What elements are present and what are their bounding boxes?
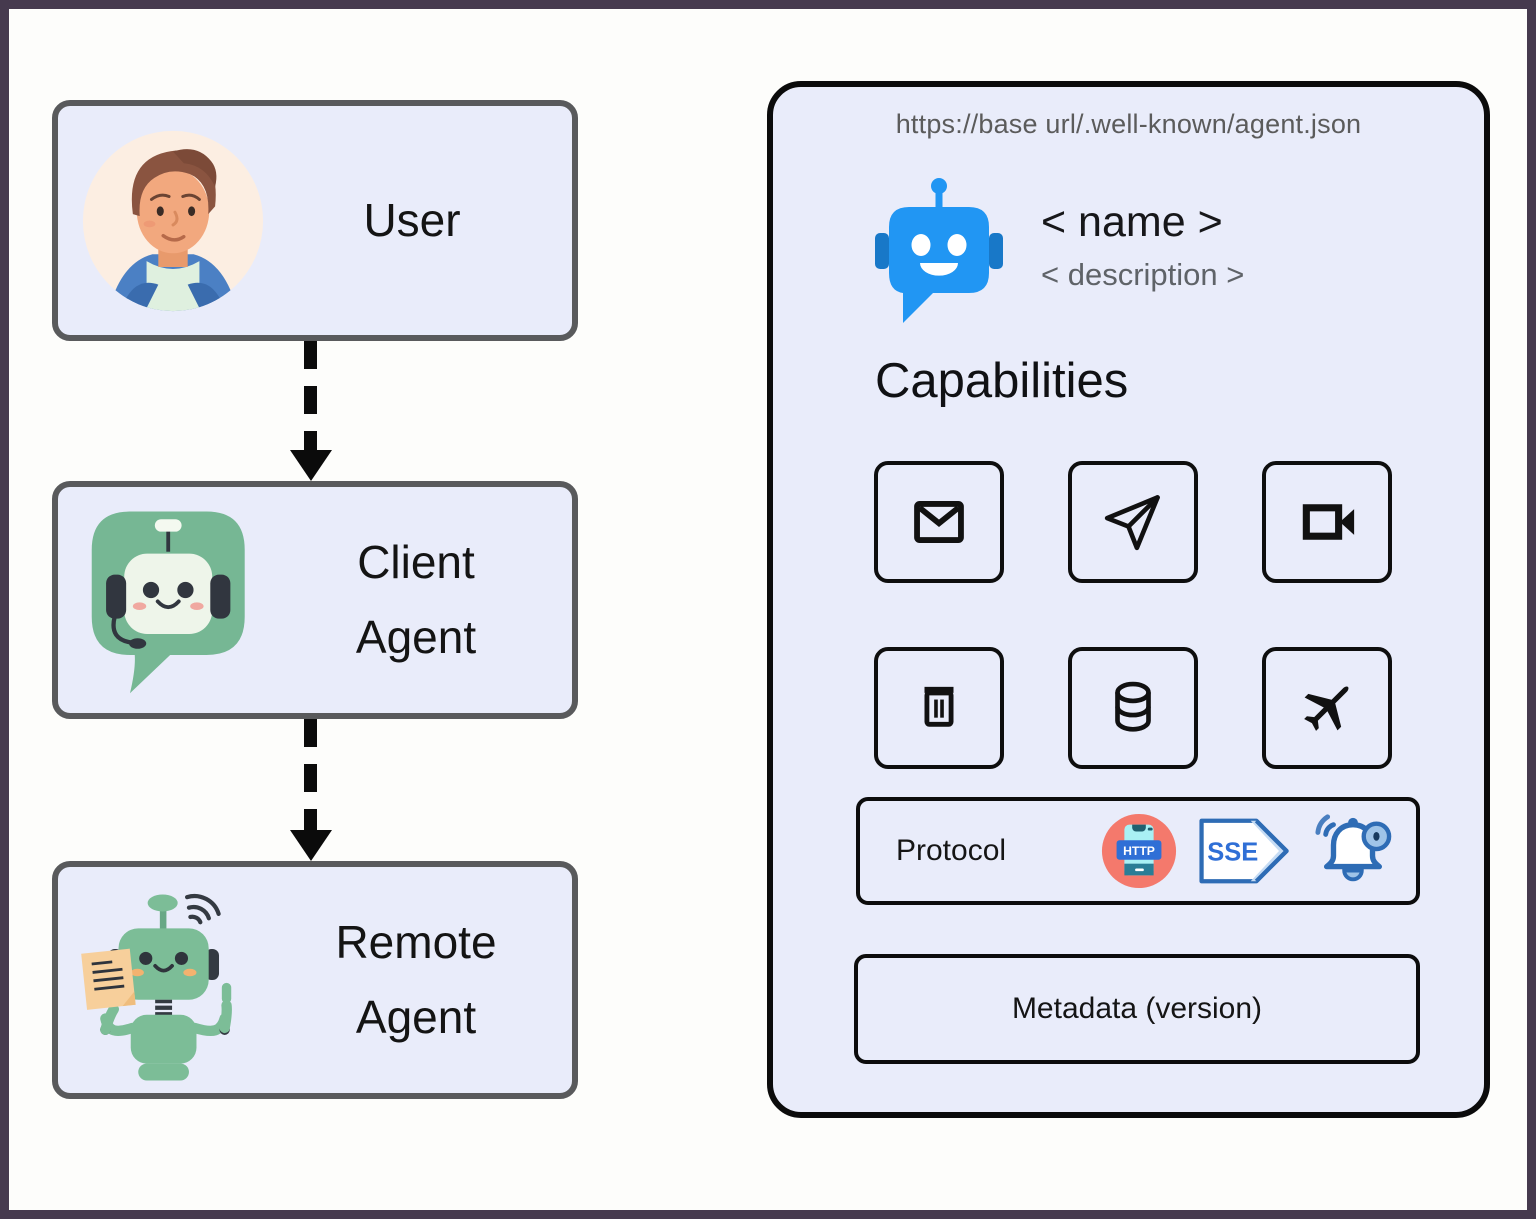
metadata-box: Metadata (version) — [854, 954, 1420, 1064]
client-agent-node-label: Client Agent — [355, 536, 477, 663]
capability-flight — [1262, 647, 1392, 769]
protocol-box: Protocol HTTP SSE — [856, 797, 1420, 905]
capabilities-grid — [874, 461, 1392, 769]
agent-description-placeholder: < description > — [1041, 257, 1245, 292]
remote-agent-illustration — [81, 893, 232, 1081]
agent-json-url: https://base url/.well-known/agent.json — [895, 109, 1362, 139]
user-avatar — [58, 128, 288, 314]
trash-icon — [924, 686, 954, 727]
remote-agent-node: Remote Agent — [52, 861, 578, 1099]
capability-database — [1068, 647, 1198, 769]
capability-delete — [874, 647, 1004, 769]
chat-bot-icon — [875, 178, 1003, 323]
flow-arrow-user-to-client — [289, 341, 332, 481]
user-node: User — [52, 100, 578, 341]
client-agent-bot-icon — [58, 502, 288, 698]
capability-email — [874, 461, 1004, 583]
capability-send — [1068, 461, 1198, 583]
dashed-arrow-line — [304, 341, 317, 450]
remote-agent-node-label: Remote Agent — [335, 916, 497, 1043]
http-label: HTTP — [1123, 844, 1155, 858]
flow-arrow-client-to-remote — [289, 719, 332, 861]
user-avatar-illustration — [82, 130, 264, 311]
sse-label: SSE — [1207, 838, 1258, 866]
metadata-label: Metadata (version) — [1011, 992, 1263, 1025]
user-node-label: User — [363, 194, 461, 247]
protocol-label: Protocol — [896, 834, 1007, 867]
capabilities-title: Capabilities — [875, 354, 1129, 408]
protocol-icons: HTTP SSE — [1100, 811, 1394, 891]
client-agent-illustration — [91, 511, 245, 694]
video-camera-icon — [1302, 504, 1355, 540]
client-agent-node: Client Agent — [52, 481, 578, 719]
agent-identity-row: < name > < description > — [869, 175, 1244, 325]
dashed-arrow-line — [304, 719, 317, 830]
arrow-head-icon — [289, 830, 332, 861]
sse-arrow-icon: SSE — [1199, 818, 1289, 884]
database-icon — [1115, 681, 1151, 732]
agent-name-placeholder: < name > — [1041, 198, 1223, 246]
send-icon — [1104, 495, 1160, 551]
airplane-icon — [1304, 686, 1349, 731]
agent-name-block: < name > < description > — [1041, 175, 1244, 325]
arrow-head-icon — [289, 450, 332, 481]
remote-agent-robot-icon — [58, 872, 288, 1088]
agent-card-panel: https://base url/.well-known/agent.json … — [767, 81, 1490, 1118]
http-phone-icon: HTTP — [1101, 813, 1177, 889]
email-icon — [914, 501, 964, 543]
push-notification-bell-icon — [1315, 814, 1392, 882]
capability-video-call — [1262, 461, 1392, 583]
